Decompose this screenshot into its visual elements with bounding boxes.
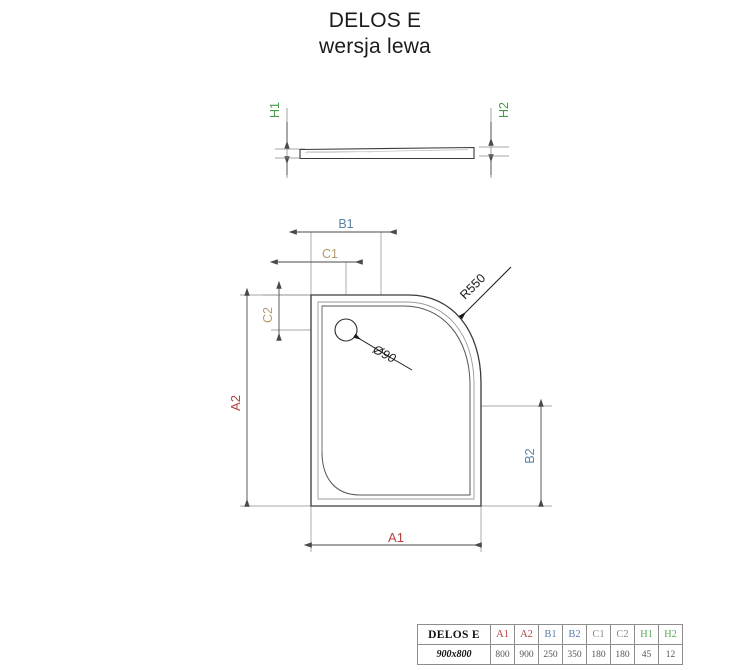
spec-header-a1: A1 [490,624,515,645]
section-tray-profile [299,146,475,160]
annotation-radius: R550 [457,271,488,302]
spec-cell-c1: 180 [586,644,611,665]
spec-header-model: DELOS E [417,624,491,645]
specification-table: DELOS E A1 A2 B1 B2 C1 C2 H1 H2 900x800 … [417,624,683,665]
spec-header-b2: B2 [562,624,587,645]
spec-cell-h1: 45 [634,644,659,665]
drain-leader-tail [392,358,413,371]
spec-header-c2: C2 [610,624,635,645]
spec-header-a2: A2 [514,624,539,645]
spec-cell-b1: 250 [538,644,563,665]
radius-leader-tail [485,266,512,293]
plan-view-group: Ø90 R550 B1 C1 C2 A2 A1 B2 [228,217,552,552]
spec-header-h1: H1 [634,624,659,645]
spec-table-header-row: DELOS E A1 A2 B1 B2 C1 C2 H1 H2 [417,624,683,645]
spec-cell-h2: 12 [658,644,683,665]
spec-header-b1: B1 [538,624,563,645]
section-view-group: H1 H2 [268,102,511,178]
label-a2: A2 [228,395,243,411]
label-a1: A1 [388,530,404,545]
spec-cell-a1: 800 [490,644,515,665]
label-b2: B2 [523,448,537,463]
label-c2: C2 [261,307,275,323]
tray-rim-outline [317,301,475,500]
spec-header-h2: H2 [658,624,683,645]
label-h1: H1 [268,102,282,118]
label-c1: C1 [322,247,338,261]
spec-cell-a2: 900 [514,644,539,665]
drain-leader-line [353,333,394,360]
drain-hole-circle [334,318,358,342]
spec-cell-b2: 350 [562,644,587,665]
spec-table-row: 900x800 800 900 250 350 180 180 45 12 [417,644,683,665]
section-detail-line [306,150,373,153]
radius-leader-line [458,291,487,320]
tray-basin-outline [321,305,471,496]
tray-outer-outline [310,294,482,507]
label-h2: H2 [497,102,511,118]
spec-header-c1: C1 [586,624,611,645]
spec-cell-c2: 180 [610,644,635,665]
section-inner-surface-line [304,149,469,154]
spec-cell-model: 900x800 [417,644,491,665]
label-b1: B1 [338,217,353,231]
